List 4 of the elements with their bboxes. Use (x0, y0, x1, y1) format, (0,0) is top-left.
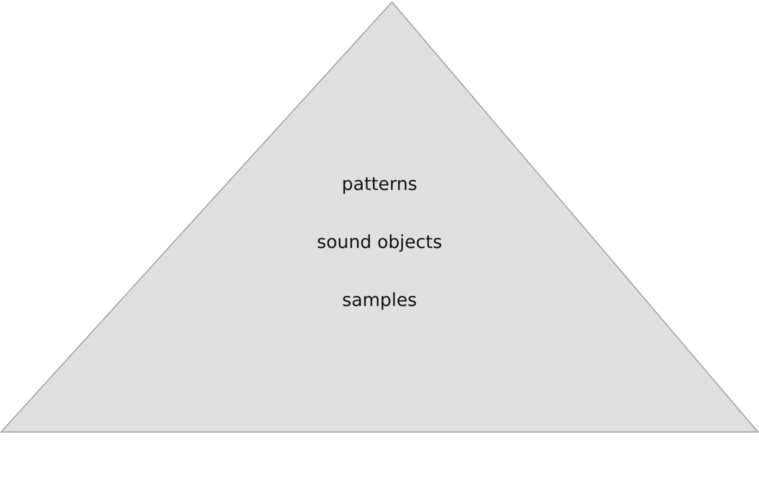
pyramid-level-label: samples (342, 289, 417, 313)
pyramid-triangle (0, 2, 759, 434)
pyramid-level-label: patterns (342, 173, 418, 197)
pyramid-level-label: sound objects (316, 231, 442, 255)
